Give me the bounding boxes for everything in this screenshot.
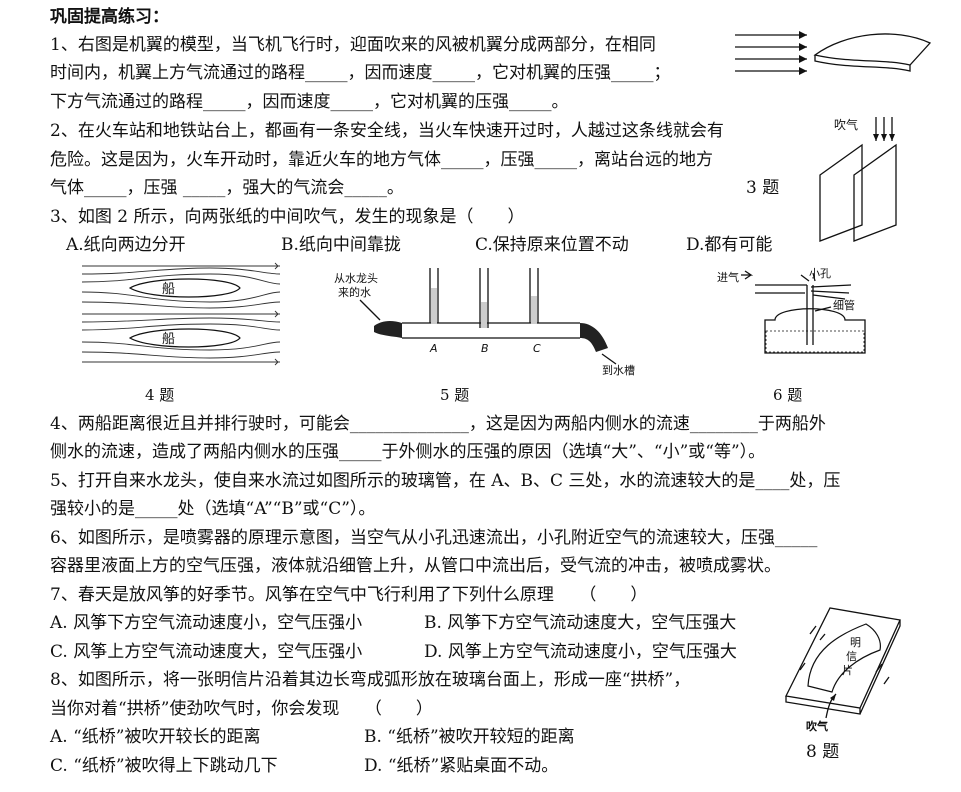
fig6-container — [764, 308, 866, 354]
fig4-flow-lines — [81, 265, 281, 363]
q7-option-d: D. 风筝上方空气流动速度小，空气压强大 — [424, 642, 737, 662]
q3-option-b: B.纸向中间靠拢 — [281, 235, 401, 255]
fig8-postcard: 明 信 片 吹气 — [785, 607, 901, 733]
fig5-from-label-2: 来的水 — [338, 285, 371, 299]
q6-line-1: 6、如图所示，是喷雾器的原理示意图，当空气从小孔迅速流出，小孔附近空气的流速较大… — [50, 528, 818, 548]
fig4-boats: 船 船 — [81, 262, 281, 366]
q7-line-1: 7、春天是放风筝的好季节。风筝在空气中飞行利用了下列什么原理 （ ） — [50, 585, 648, 605]
q6-line-2: 容器里液面上方的空气压强，液体就沿细管上升，从管口中流出后，受气流的冲击，被喷成… — [50, 556, 781, 576]
fig6-in-label: 进气 — [717, 270, 739, 284]
fig5-tube: 从水龙头 来的水 A B C 到水槽 — [334, 268, 635, 377]
q5-line-2: 强较小的是_____处（选填“A”“B”或“C”）。 — [50, 499, 376, 519]
q4-line-1: 4、两船距离很近且并排行驶时，可能会______________，这是因为两船内… — [50, 414, 826, 434]
fig3-papers: 吹气 — [819, 117, 897, 242]
q4-line-2: 侧水的流速，造成了两船内侧水的压强_____于外侧水的压强的原因（选填“大”、“… — [50, 442, 766, 462]
fig3-blow-arrows — [873, 117, 895, 141]
q7-option-a: A. 风筝下方空气流动速度小，空气压强小 — [50, 613, 363, 633]
fig4-boat-top — [128, 278, 241, 298]
wind-arrows — [735, 31, 807, 75]
fig8-caption: 8 题 — [806, 742, 840, 762]
fig5-label-b: B — [481, 342, 489, 355]
fig5-hose-out — [580, 323, 608, 352]
q2-line-1: 2、在火车站和地铁站台上，都画有一条安全线，当火车快速开过时，人越过这条线就会有 — [50, 121, 724, 141]
fig8-blow-label: 吹气 — [806, 719, 828, 733]
q8-line-1: 8、如图所示，将一张明信片沿着其边长弯成弧形放在玻璃台面上，形成一座“拱桥”， — [50, 670, 691, 690]
fig6-hole-label: 小孔 — [809, 267, 831, 280]
q3-option-d: D.都有可能 — [686, 235, 773, 255]
q2-line-2: 危险。这是因为，火车开动时，靠近火车的地方气体_____，压强_____，离站台… — [50, 150, 713, 170]
fig5-from-label-1: 从水龙头 — [334, 272, 378, 285]
q8-line-2: 当你对着“拱桥”使劲吹气时，你会发现 （ ） — [50, 699, 433, 719]
fig4-boat-bottom — [128, 328, 241, 348]
q1-line-3: 下方气流通过的路程_____，因而速度_____，它对机翼的压强_____。 — [50, 92, 569, 112]
fig4-boat-bottom-label: 船 — [162, 332, 175, 347]
q1-line-2: 时间内，机翼上方气流通过的路程_____，因而速度_____，它对机翼的压强__… — [50, 63, 671, 83]
q8-option-a: A. “纸桥”被吹开较长的距离 — [50, 727, 261, 747]
wing-shape — [813, 33, 932, 66]
fig3-paper-left — [819, 143, 863, 242]
fig5-hose-in — [374, 321, 402, 338]
q7-option-b: B. 风筝下方空气流动速度大，空气压强大 — [424, 613, 737, 633]
fig6-tube-label: 细管 — [833, 298, 855, 312]
fig8-card-char-1: 明 — [850, 636, 861, 649]
fig4-caption: 4 题 — [145, 386, 175, 404]
fig6-sprayer: 进气 小孔 细管 — [717, 267, 866, 354]
q8-option-d: D. “纸桥”紧贴桌面不动。 — [364, 756, 559, 776]
fig6-caption: 6 题 — [773, 386, 803, 404]
wing-figure — [735, 31, 932, 75]
fig8-card-arch — [807, 623, 881, 693]
fig3-paper-right — [853, 143, 897, 242]
fig5-caption: 5 题 — [440, 386, 470, 404]
fig4-boat-top-label: 船 — [162, 282, 175, 297]
fig5-to-label: 到水槽 — [602, 364, 635, 377]
q8-option-b: B. “纸桥”被吹开较短的距离 — [364, 727, 575, 747]
q5-line-1: 5、打开自来水龙头，使自来水流过如图所示的玻璃管，在 A、B、C 三处，水的流速… — [50, 471, 841, 491]
fig3-caption: 3 题 — [746, 178, 780, 198]
fig8-card-char-3: 片 — [842, 664, 853, 677]
q3-option-a: A.纸向两边分开 — [66, 235, 186, 255]
q3-option-c: C.保持原来位置不动 — [475, 235, 629, 255]
q8-option-c: C. “纸桥”被吹得上下跳动几下 — [50, 756, 278, 776]
q3-line-1: 3、如图 2 所示，向两张纸的中间吹气，发生的现象是（ ） — [50, 207, 525, 227]
q1-line-1: 1、右图是机翼的模型，当飞机飞行时，迎面吹来的风被机翼分成两部分，在相同 — [50, 35, 656, 55]
fig8-card-char-2: 信 — [846, 650, 857, 663]
exercise-header: 巩固提高练习： — [50, 7, 169, 27]
fig5-label-c: C — [533, 342, 541, 355]
q2-line-3: 气体_____，压强 _____，强大的气流会_____。 — [50, 178, 404, 198]
q7-option-c: C. 风筝上方空气流动速度大，空气压强小 — [50, 642, 363, 662]
fig3-blow-label: 吹气 — [834, 117, 858, 132]
fig5-label-a: A — [429, 342, 438, 355]
